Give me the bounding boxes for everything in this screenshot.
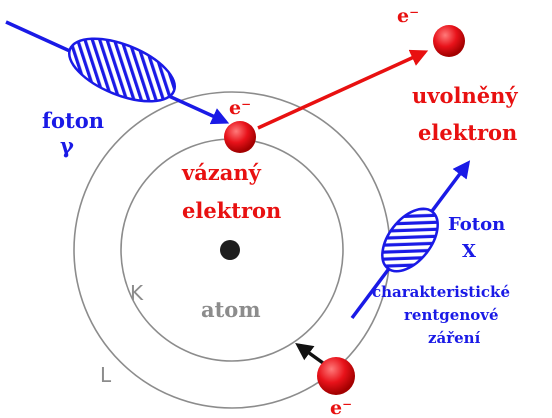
label-vazany: vázaný [181,160,262,185]
ejected-electron-path [257,49,429,130]
bound-electron [224,121,256,153]
xray-photon-wavepacket [381,207,439,273]
label-e-bottom: e⁻ [330,397,352,418]
label-atom: atom [201,297,261,322]
free-electron [433,25,465,57]
label-rentgenove: rentgenové [404,306,498,324]
gamma-photon-wavepacket [67,37,177,103]
label-shell-k: K [130,281,144,305]
label-gamma-symbol: γ [60,133,74,158]
nucleus [220,240,240,260]
label-e-free: e⁻ [397,5,419,27]
label-x-symbol: X [462,241,476,262]
label-vazany-elektron: elektron [182,198,281,223]
label-uvolneny: uvolněný [412,83,518,108]
label-foton-x: Foton [448,214,505,235]
label-charakteristicke: charakteristické [372,283,510,301]
label-e-bound: e⁻ [229,97,251,119]
label-foton-gamma: foton [42,108,104,133]
label-shell-l: L [100,363,112,387]
label-uvolneny-elektron: elektron [418,120,517,145]
outer-electron [317,357,355,395]
label-zareni: záření [428,329,481,347]
